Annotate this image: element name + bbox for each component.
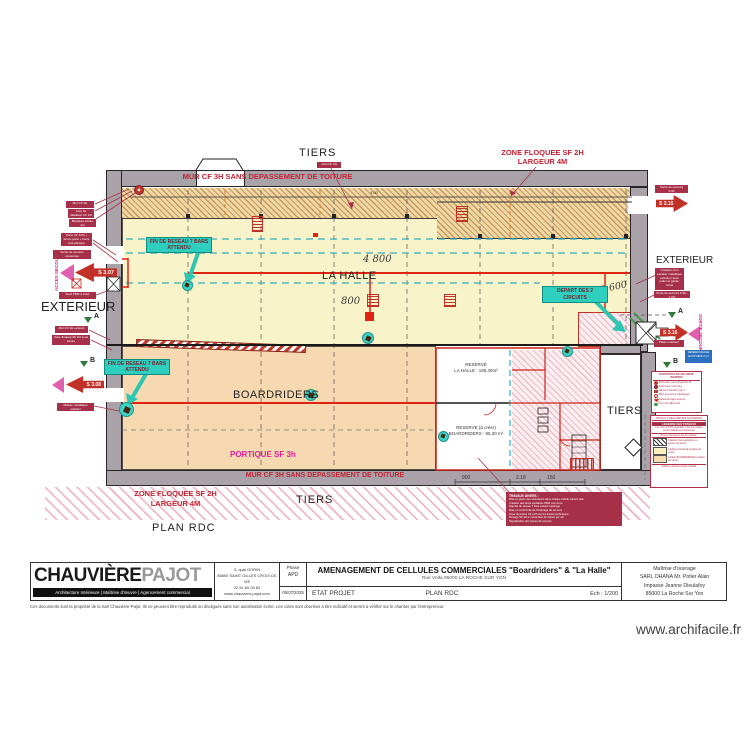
wall-left-opening2 xyxy=(104,388,124,402)
wall-right-opening xyxy=(628,196,650,214)
note-label: Joint de dilatation CF 2H xyxy=(68,209,94,218)
project-title: AMENAGEMENT DE CELLULES COMMERCIALES "Bo… xyxy=(317,566,611,581)
company-logo: CHAUVIÈREPAJOT xyxy=(34,565,201,586)
etat-cell: ETAT PROJET xyxy=(312,590,355,597)
label-plan-rdc: PLAN RDC xyxy=(152,522,216,534)
label-reserve-boardriders: RESERVE (à créer)BOARDRIDERS : 95,30 m² xyxy=(448,425,504,436)
alarm-icon xyxy=(654,389,658,394)
swatch-yellow xyxy=(653,446,667,455)
label-tiers-right: TIERS xyxy=(607,405,642,417)
network-marker xyxy=(362,332,374,344)
swatch-orange xyxy=(653,455,667,464)
plan-cell: PLAN RDC xyxy=(425,590,459,597)
label-mur-cf-top: MUR CF 3H SANS DEPASSEMENT DE TOITURE xyxy=(182,172,353,181)
smoke-vent-icon xyxy=(654,397,659,403)
legend-travaux: TRAVAUX A REALISER PAR LE PRENEUR LEGEND… xyxy=(650,415,708,488)
extinguisher-icon xyxy=(654,380,658,385)
note-sortie-right: SORTIE SECOURS xyxy=(698,314,703,355)
network-marker xyxy=(438,431,449,442)
network-marker xyxy=(119,402,134,417)
note-label: Mur CF 3H xyxy=(66,201,94,208)
section-a-left: A xyxy=(94,313,100,320)
note-label: Bandeau toiture alu xyxy=(69,219,96,227)
label-boardriders: BOARDRIDERS xyxy=(233,389,320,401)
room-tiers-right xyxy=(600,354,641,470)
note-label: Sortie de secours 0.90 xyxy=(655,185,688,193)
section-b-left: B xyxy=(90,357,96,364)
label-portique: PORTIQUE SF 3h xyxy=(230,450,296,459)
disclaimer: Ces documents sont la propriété de la Sa… xyxy=(30,604,445,609)
date-cell: 05/07/2025 xyxy=(282,590,304,595)
note-label: Palier extérieur xyxy=(654,340,684,347)
section-b-right: B xyxy=(673,358,679,365)
moa-cell: Maîtrise d'ouvrage SARL OHANA Mr. Potier… xyxy=(639,566,710,597)
network-marker xyxy=(562,346,573,357)
title-block: CHAUVIÈREPAJOT Architecture Intérieure |… xyxy=(30,562,727,601)
note-label: Création d'un escalier métallique extéri… xyxy=(655,268,684,290)
note-label: Zone floquée SF 2H sous toiture xyxy=(52,335,90,345)
note-blue-box: DESENFUMAGE EXUTOIRE 2 m² xyxy=(685,350,712,363)
zone-floquee-top-hatch-right xyxy=(437,188,632,239)
section-a-right: A xyxy=(678,308,684,315)
legend-securite: DISPOSITIFS DE SECURITE INCENDIE Extinct… xyxy=(651,371,702,413)
notes-box-title: TRAVAUX DIVERS : xyxy=(509,494,539,498)
phase-cell: Phase APD xyxy=(286,565,300,578)
echelle-cell: Ech : 1/200 xyxy=(590,591,618,597)
notes-box: TRAVAUX DIVERS : Mise en place des extin… xyxy=(506,492,622,526)
wall-top-notch xyxy=(196,171,245,186)
dim-400: 4.00 xyxy=(370,190,378,195)
website-link: www.archifacile.fr xyxy=(636,622,742,637)
legend-securite-title: DISPOSITIFS DE SECURITE INCENDIE xyxy=(653,373,700,381)
red-grid-symbol xyxy=(570,458,594,471)
extinguisher-co2-icon xyxy=(654,385,658,390)
label-exterieur-right: EXTERIEUR xyxy=(656,255,714,266)
label-mur-cf-bottom: MUR CF 3H SANS DEPASSEMENT DE TOITURE xyxy=(245,472,405,479)
heater-symbol xyxy=(252,216,263,232)
label-tiers-top: TIERS xyxy=(299,147,337,159)
emergency-light-icon xyxy=(654,393,658,398)
rally-point-icon xyxy=(654,402,658,407)
dim-900: 900 xyxy=(462,475,471,481)
legend-travaux-title: LEGENDE DES TRAVAUX xyxy=(652,421,706,426)
heater-symbol xyxy=(456,206,468,222)
dim-150: 150 xyxy=(547,475,556,481)
heater-symbol xyxy=(444,294,456,307)
company-address: 3, quai GORIN 85800 SAINT GILLES CROIX D… xyxy=(217,567,277,596)
label-la-halle: LA HALLE xyxy=(322,270,377,282)
company-tagline: Architecture Intérieure | Maîtrise d'œuv… xyxy=(33,588,212,597)
note-label: Joint CF 2H xyxy=(317,162,341,168)
note-label: Porte CF 1/2h + ferme porte + barre anti… xyxy=(61,233,92,246)
dim-4800: 4 800 xyxy=(363,254,392,265)
note-label: Seuil PMR à créer xyxy=(59,292,96,299)
note-label: Rideau métallique existant xyxy=(57,403,94,411)
swatch-hatch xyxy=(653,438,667,447)
note-label: Porte de secours 0.90 - 1 UP xyxy=(654,291,690,298)
dim-218: 2.18 xyxy=(516,475,526,481)
network-marker xyxy=(305,389,317,401)
note-label: Mur CF 3H existant xyxy=(55,326,88,333)
label-exterieur-left: EXTERIEUR xyxy=(41,299,116,314)
dim-800: 800 xyxy=(341,296,361,307)
heater-symbol xyxy=(367,294,379,307)
zone-floquee-top-hatch-left xyxy=(122,188,437,219)
label-tiers-bottom: TIERS xyxy=(296,494,334,506)
network-marker xyxy=(182,280,193,291)
note-label: Sortie de secours conservée xyxy=(53,250,91,259)
